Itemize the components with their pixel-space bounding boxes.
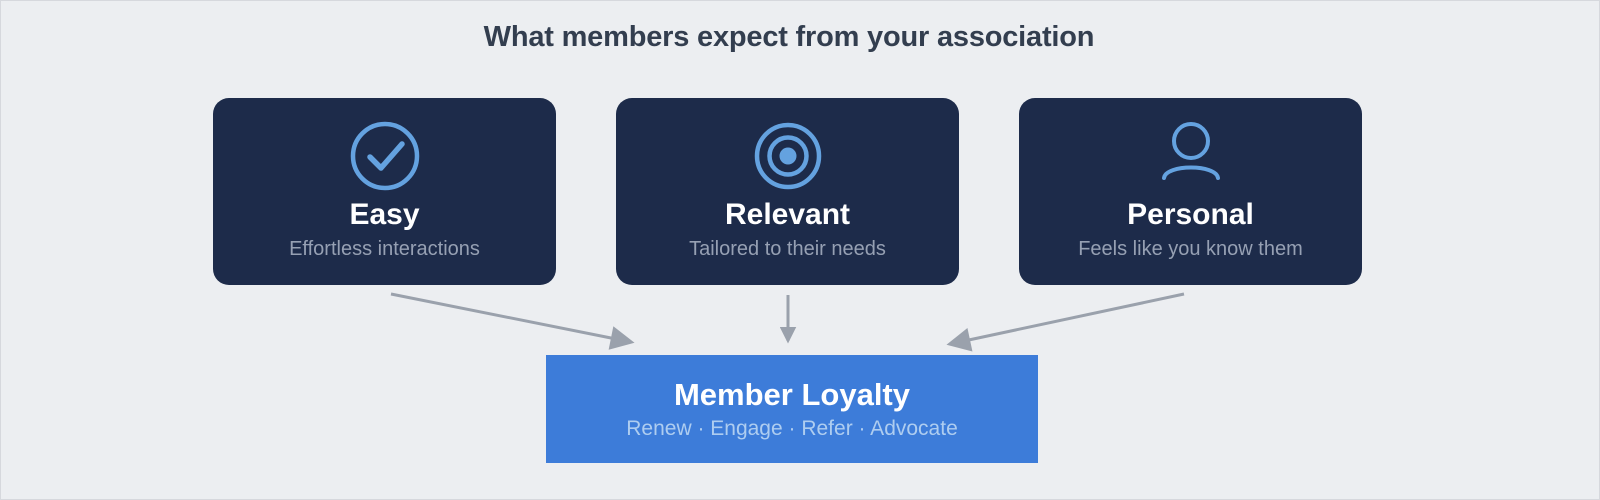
person-icon [1155, 118, 1227, 194]
loyalty-title: Member Loyalty [673, 376, 910, 412]
card-title: Easy [349, 198, 420, 231]
arrow-personal-to-loyalty [946, 292, 1185, 352]
target-icon [752, 118, 824, 194]
card-subtitle: Effortless interactions [289, 238, 480, 260]
loyalty-subtitle: Renew · Engage · Refer · Advocate [626, 417, 958, 441]
card-subtitle: Tailored to their needs [689, 238, 886, 260]
loyalty-box: Member Loyalty Renew · Engage · Refer · … [546, 355, 1038, 463]
card-title: Relevant [724, 198, 851, 231]
card-title: Personal [1127, 198, 1254, 231]
card-relevant: Relevant Tailored to their needs [616, 98, 959, 285]
card-personal: Personal Feels like you know them [1019, 98, 1362, 285]
card-subtitle: Feels like you know them [1078, 238, 1303, 260]
diagram-title: What members expect from your associatio… [483, 21, 1095, 53]
card-easy: Easy Effortless interactions [213, 98, 556, 285]
arrow-easy-to-loyalty [390, 292, 635, 350]
check-circle-icon [349, 118, 421, 194]
